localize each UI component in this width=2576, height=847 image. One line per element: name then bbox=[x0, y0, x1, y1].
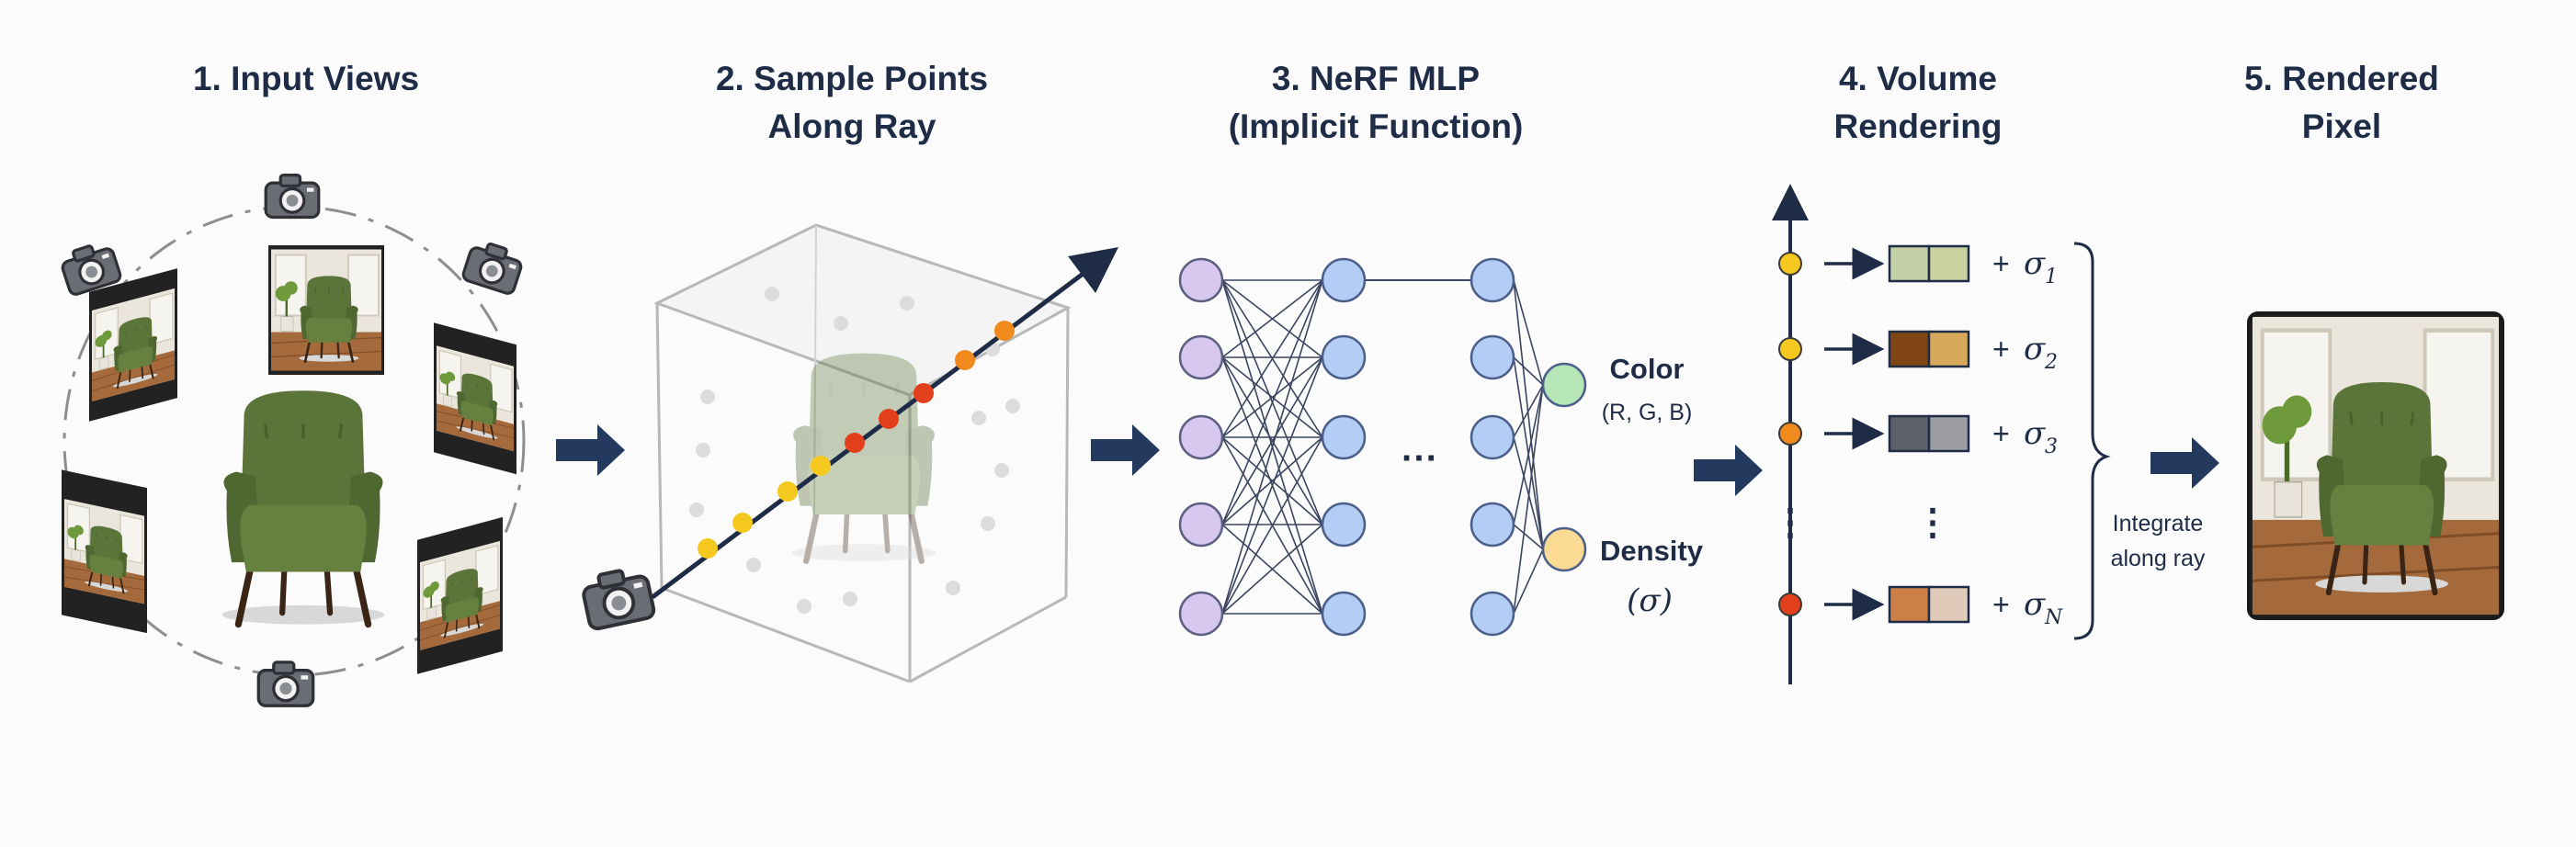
color-swatch bbox=[1927, 414, 1970, 453]
mlp-edge bbox=[1221, 356, 1323, 525]
sigma-1: σ bbox=[2024, 245, 2046, 282]
chair-image bbox=[222, 390, 385, 624]
volume-rendering-panel: ⋮ + σ 1 + σ 2 + σ 3 + σ N ⋮ Integrate al… bbox=[1772, 184, 2206, 684]
arrow-right-icon bbox=[1694, 445, 1763, 496]
sample-points-panel bbox=[578, 223, 1118, 683]
arrow-right-icon bbox=[556, 424, 625, 476]
sigma-2-subscript: 2 bbox=[2044, 351, 2058, 374]
arrow-right-icon bbox=[1091, 424, 1160, 476]
mlp-edge bbox=[1221, 279, 1323, 615]
sigma-3: σ bbox=[2024, 415, 2046, 452]
mlp-ellipsis: ··· bbox=[1401, 438, 1438, 479]
plus-sign: + bbox=[1992, 588, 2010, 621]
mlp-network: ··· Color (R, G, B) Density (σ) bbox=[1178, 257, 1704, 637]
mlp-edge bbox=[1513, 436, 1544, 550]
step-1-title: 1. Input Views bbox=[193, 60, 419, 97]
color-swatch bbox=[1888, 414, 1931, 453]
step-3-title-line2: (Implicit Function) bbox=[1229, 107, 1524, 145]
sample-grid-points bbox=[689, 287, 1020, 614]
density-subtitle: (σ) bbox=[1627, 582, 1673, 619]
view-thumbnail bbox=[268, 245, 384, 375]
mlp-edge bbox=[1513, 384, 1544, 438]
integrate-label-line2: along ray bbox=[2111, 546, 2206, 571]
mlp-hidden-layer bbox=[1321, 257, 1367, 637]
sigma-1-subscript: 1 bbox=[2045, 265, 2058, 288]
mlp-edge bbox=[1513, 548, 1544, 615]
mlp-edge bbox=[1513, 384, 1544, 525]
camera-icon bbox=[264, 173, 321, 220]
arrow-right-icon bbox=[2150, 437, 2219, 489]
input-views-panel bbox=[57, 173, 527, 707]
sigma-n-subscript: N bbox=[2044, 606, 2063, 629]
plus-sign: + bbox=[1992, 333, 2010, 366]
density-label: Density bbox=[1600, 535, 1704, 567]
ray-sample-points bbox=[698, 321, 1015, 559]
step-5-title-line2: Pixel bbox=[2302, 107, 2381, 145]
mlp-edge bbox=[1221, 436, 1323, 615]
camera-ray bbox=[651, 246, 1118, 599]
color-output-node bbox=[1541, 362, 1587, 408]
camera-icon bbox=[578, 563, 657, 632]
rgb-sigma-swatches bbox=[1888, 244, 1970, 624]
sigma-n: σ bbox=[2024, 586, 2046, 623]
view-thumbnail bbox=[417, 516, 503, 674]
color-swatch bbox=[1888, 330, 1931, 368]
color-swatch bbox=[1888, 244, 1931, 283]
mlp-edge bbox=[1221, 279, 1323, 358]
swatch-vdots: ⋮ bbox=[1914, 503, 1951, 543]
camera-icon bbox=[256, 661, 315, 707]
mlp-edge bbox=[1221, 356, 1323, 615]
ray-vdots: ⋮ bbox=[1772, 503, 1809, 543]
sigma-3-subscript: 3 bbox=[2045, 435, 2058, 458]
color-label: Color bbox=[1610, 353, 1685, 385]
sigma-2: σ bbox=[2024, 331, 2046, 367]
camera-icon bbox=[460, 237, 527, 297]
mlp-input-layer bbox=[1178, 257, 1224, 637]
ray-sample-dots bbox=[1778, 252, 1802, 616]
step-2-title-line2: Along Ray bbox=[768, 107, 936, 145]
mlp-edge bbox=[1513, 279, 1544, 550]
mlp-edge bbox=[1221, 279, 1323, 438]
step-5-title-line1: 5. Rendered bbox=[2244, 60, 2439, 97]
sum-brace bbox=[2073, 242, 2111, 640]
step-4-title-line1: 4. Volume bbox=[1839, 60, 1997, 97]
view-thumbnail bbox=[434, 322, 516, 475]
mlp-edge bbox=[1513, 356, 1544, 386]
mlp-edge bbox=[1221, 436, 1323, 525]
mlp-edge bbox=[1221, 524, 1323, 615]
step-3-title-line1: 3. NeRF MLP bbox=[1272, 60, 1480, 97]
view-thumbnail bbox=[89, 268, 177, 422]
color-swatch bbox=[1927, 585, 1970, 624]
sample-arrows bbox=[1824, 247, 1885, 621]
room-photo-image bbox=[2247, 311, 2504, 620]
color-swatch bbox=[1888, 585, 1931, 624]
step-2-title-line1: 2. Sample Points bbox=[716, 60, 988, 97]
view-thumbnail bbox=[62, 469, 147, 634]
step-4-title-line2: Rendering bbox=[1834, 107, 2003, 145]
color-swatch bbox=[1927, 330, 1970, 368]
mlp-connections bbox=[1221, 279, 1544, 615]
plus-sign: + bbox=[1992, 247, 2010, 280]
mlp-edge bbox=[1221, 356, 1323, 438]
color-subtitle: (R, G, B) bbox=[1602, 400, 1693, 425]
rendered-pixel-panel bbox=[2247, 311, 2504, 620]
mlp-edge bbox=[1221, 279, 1323, 525]
integrate-label-line1: Integrate bbox=[2113, 511, 2204, 536]
density-output-node bbox=[1541, 526, 1587, 572]
sigma-terms: + σ 1 + σ 2 + σ 3 + σ N bbox=[1992, 245, 2063, 629]
mlp-edge bbox=[1513, 279, 1544, 386]
mlp-edge bbox=[1513, 384, 1544, 615]
mlp-edge bbox=[1513, 524, 1544, 550]
color-swatch bbox=[1927, 244, 1970, 283]
mlp-last-hidden-layer bbox=[1470, 257, 1515, 637]
plus-sign: + bbox=[1992, 417, 2010, 450]
